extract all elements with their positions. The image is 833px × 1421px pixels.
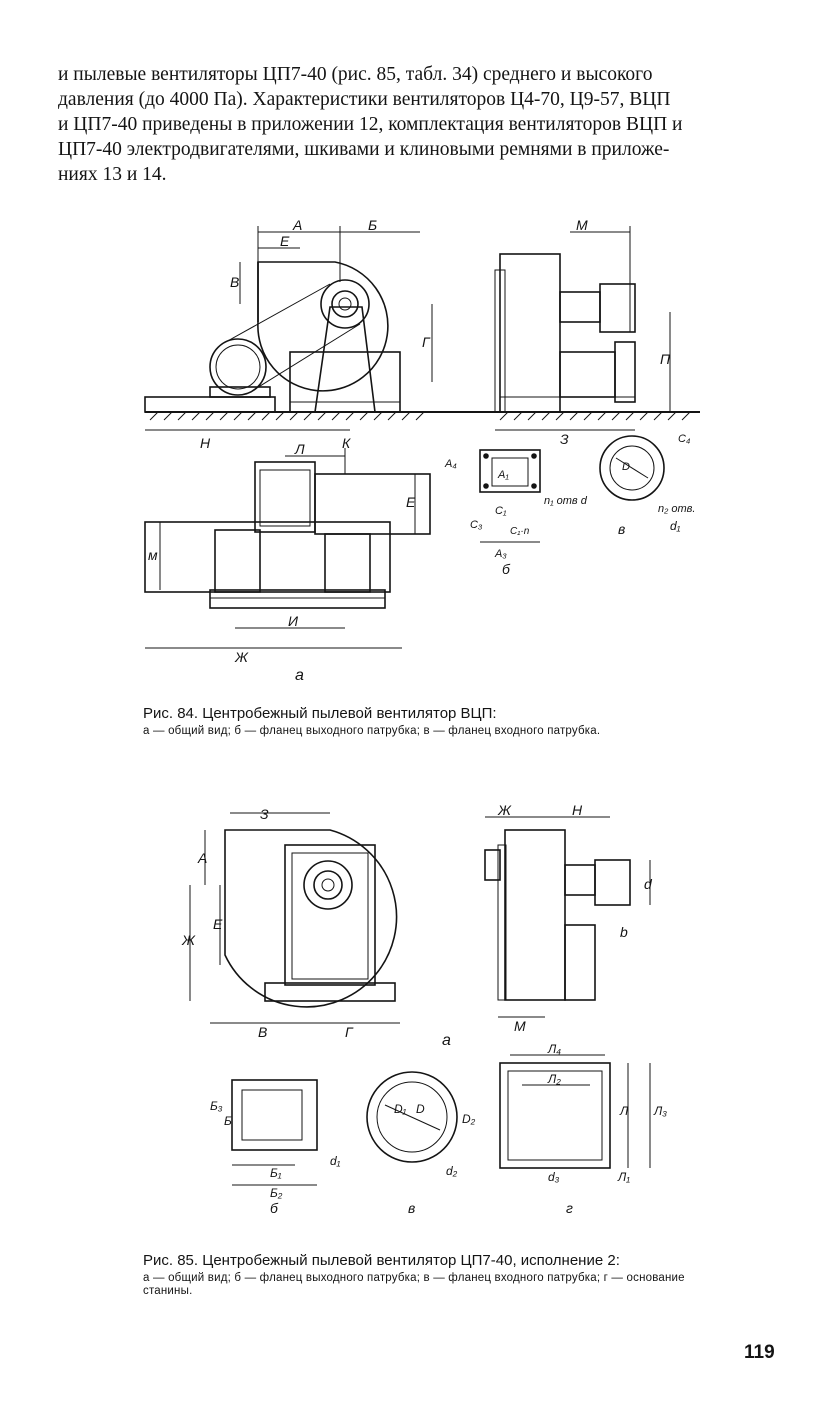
fig84-label-n1d: n₁ отв d bbox=[544, 495, 588, 507]
fig84-label-m: М bbox=[576, 217, 588, 233]
fig84-label-v: В bbox=[230, 274, 239, 290]
figure-84-drawing: А Б Е В Г М П Н К З bbox=[140, 212, 705, 684]
fig84-sub-b: б bbox=[502, 561, 511, 577]
fig85-label-d2: d₂ bbox=[446, 1164, 458, 1178]
fig85-label-d1: d₁ bbox=[330, 1154, 341, 1168]
intro-line-2: давления (до 4000 Па). Характеристики ве… bbox=[58, 89, 671, 110]
fig84-label-b: Б bbox=[368, 217, 377, 233]
fig85-label-b2: Б₂ bbox=[270, 1186, 283, 1200]
figure-85-caption: Рис. 85. Центробежный пылевой вентилятор… bbox=[143, 1252, 713, 1298]
fig85-label-zh-top: Ж bbox=[497, 802, 512, 818]
fig85-label-v: В bbox=[258, 1024, 267, 1040]
page-number: 119 bbox=[744, 1342, 775, 1363]
fig84-sub-v: в bbox=[618, 521, 625, 537]
fig85-label-b3: Б₃ bbox=[210, 1099, 223, 1113]
fig84-label-cn: С₁·n bbox=[510, 526, 530, 537]
fig85-label-zh: Ж bbox=[181, 932, 196, 948]
fig85-label-d-big: D bbox=[416, 1102, 425, 1116]
fig84-label-z: З bbox=[560, 431, 569, 447]
fig85-label-n: Н bbox=[572, 802, 583, 818]
fig85-label-d1-big: D₁ bbox=[394, 1102, 407, 1116]
fig85-label-d2-big: D₂ bbox=[462, 1112, 476, 1126]
fig85-label-b: Б bbox=[224, 1114, 232, 1128]
fig85-label-l2: Л₂ bbox=[547, 1072, 561, 1086]
fig84-label-d1: d₁ bbox=[670, 519, 681, 533]
fig85-label-l: Л bbox=[619, 1104, 629, 1118]
intro-line-4: ЦП7-40 электродвигателями, шкивами и кли… bbox=[58, 139, 670, 160]
figure-85-svg: З А Ж Е В Г Ж Н d b М а bbox=[181, 802, 667, 1216]
intro-paragraph: и пылевые вентиляторы ЦП7-40 (рис. 85, т… bbox=[58, 62, 778, 187]
fig85-label-b1: Б₁ bbox=[270, 1166, 282, 1180]
fig85-label-m: М bbox=[514, 1018, 526, 1034]
fig84-label-a: А bbox=[292, 217, 302, 233]
fig84-label-mx: м bbox=[148, 547, 158, 563]
intro-line-1: и пылевые вентиляторы ЦП7-40 (рис. 85, т… bbox=[58, 64, 653, 85]
fig84-label-c1: С₁ bbox=[495, 505, 507, 517]
fig85-label-b: b bbox=[620, 924, 628, 940]
fig85-sub-g: г bbox=[566, 1200, 573, 1216]
fig84-label-p: П bbox=[660, 351, 671, 367]
fig85-label-d3: d₃ bbox=[548, 1170, 560, 1184]
fig85-label-d: d bbox=[644, 876, 653, 892]
figure-85-drawing: З А Ж Е В Г Ж Н d b М а bbox=[180, 802, 680, 1216]
fig85-label-z: З bbox=[260, 806, 269, 822]
fig85-label-a: А bbox=[197, 850, 207, 866]
fig85-label-g: Г bbox=[345, 1024, 354, 1040]
fig84-label-c4: С₄ bbox=[678, 433, 690, 445]
fig85-sub-v: в bbox=[408, 1200, 415, 1216]
fig84-label-k: К bbox=[342, 435, 351, 451]
intro-line-5: ниях 13 и 14. bbox=[58, 164, 167, 185]
fig84-label-a3: А₃ bbox=[494, 548, 507, 560]
fig84-sub-a: а bbox=[295, 667, 304, 684]
fig84-label-l: Л bbox=[294, 441, 305, 457]
fig84-label-g: Г bbox=[422, 334, 431, 350]
figure-84-svg: А Б Е В Г М П Н К З bbox=[144, 217, 700, 684]
fig85-label-e: Е bbox=[213, 916, 223, 932]
fig84-label-d: D bbox=[622, 461, 630, 473]
fig84-label-n: Н bbox=[200, 435, 211, 451]
fig84-label-c3: С₃ bbox=[470, 519, 483, 531]
figure-84-caption: Рис. 84. Центробежный пылевой вентилятор… bbox=[143, 705, 703, 738]
fig84-label-ye: Е bbox=[406, 494, 416, 510]
fig84-label-n2d1: n₂ отв. bbox=[658, 503, 695, 515]
figure-85-caption-legend: а — общий вид; б — фланец выходного патр… bbox=[143, 1272, 685, 1297]
fig85-label-l4: Л₄ bbox=[547, 1042, 561, 1056]
intro-line-3: и ЦП7-40 приведены в приложении 12, комп… bbox=[58, 114, 683, 135]
fig84-label-a4: А₄ bbox=[444, 458, 457, 470]
fig85-label-l1: Л₁ bbox=[617, 1170, 630, 1184]
fig85-label-l3: Л₃ bbox=[653, 1104, 667, 1118]
figure-84-caption-title: Рис. 84. Центробежный пылевой вентилятор… bbox=[143, 705, 497, 722]
figure-85-caption-title: Рис. 85. Центробежный пылевой вентилятор… bbox=[143, 1252, 620, 1269]
fig85-sub-a: а bbox=[442, 1032, 451, 1049]
fig84-label-i: И bbox=[288, 613, 299, 629]
figure-84-caption-legend: а — общий вид; б — фланец выходного патр… bbox=[143, 725, 601, 737]
fig85-sub-b: б bbox=[270, 1200, 279, 1216]
fig84-label-zh: Ж bbox=[234, 649, 249, 665]
fig84-label-a1: А₁ bbox=[497, 469, 509, 481]
fig84-label-e: Е bbox=[280, 233, 290, 249]
